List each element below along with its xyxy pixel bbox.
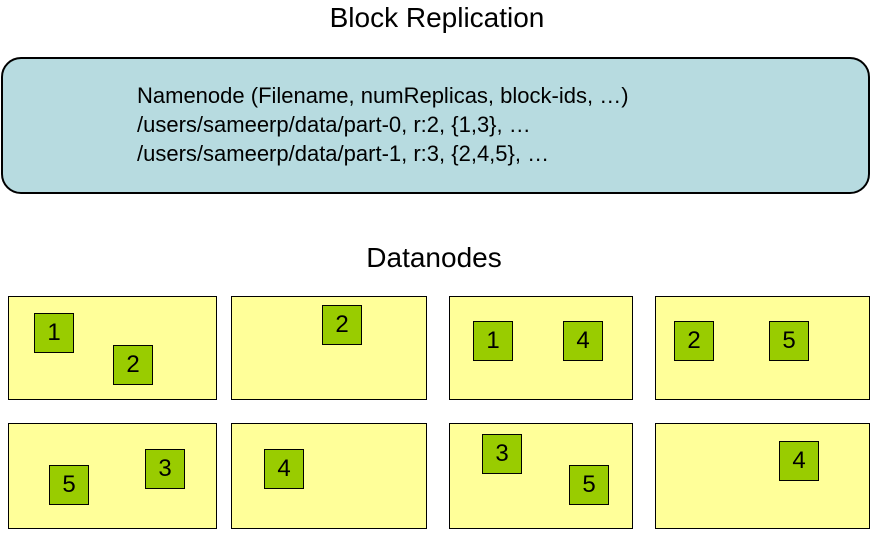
datanode-8: 4 xyxy=(655,423,870,529)
datanode-2: 2 xyxy=(231,296,427,400)
namenode-box: Namenode (Filename, numReplicas, block-i… xyxy=(1,57,870,194)
block-4: 4 xyxy=(563,321,603,361)
block-4: 4 xyxy=(779,441,819,481)
datanode-6: 4 xyxy=(231,423,427,529)
block-2: 2 xyxy=(322,305,362,345)
block-3: 3 xyxy=(145,449,185,489)
block-2: 2 xyxy=(113,345,153,385)
block-5: 5 xyxy=(769,321,809,361)
block-2: 2 xyxy=(674,321,714,361)
namenode-text: Namenode (Filename, numReplicas, block-i… xyxy=(137,81,868,168)
block-1: 1 xyxy=(34,313,74,353)
page-title: Block Replication xyxy=(329,2,545,33)
namenode-file-entry-part1: /users/sameerp/data/part-1, r:3, {2,4,5}… xyxy=(137,141,550,166)
block-4: 4 xyxy=(264,449,304,489)
block-3: 3 xyxy=(482,434,522,474)
block-5: 5 xyxy=(49,465,89,505)
block-1: 1 xyxy=(473,321,513,361)
namenode-file-entry-part0: /users/sameerp/data/part-0, r:2, {1,3}, … xyxy=(137,112,531,137)
datanodes-heading: Datanodes xyxy=(366,242,502,273)
namenode-header-line: Namenode (Filename, numReplicas, block-i… xyxy=(137,83,629,108)
block-5: 5 xyxy=(569,465,609,505)
